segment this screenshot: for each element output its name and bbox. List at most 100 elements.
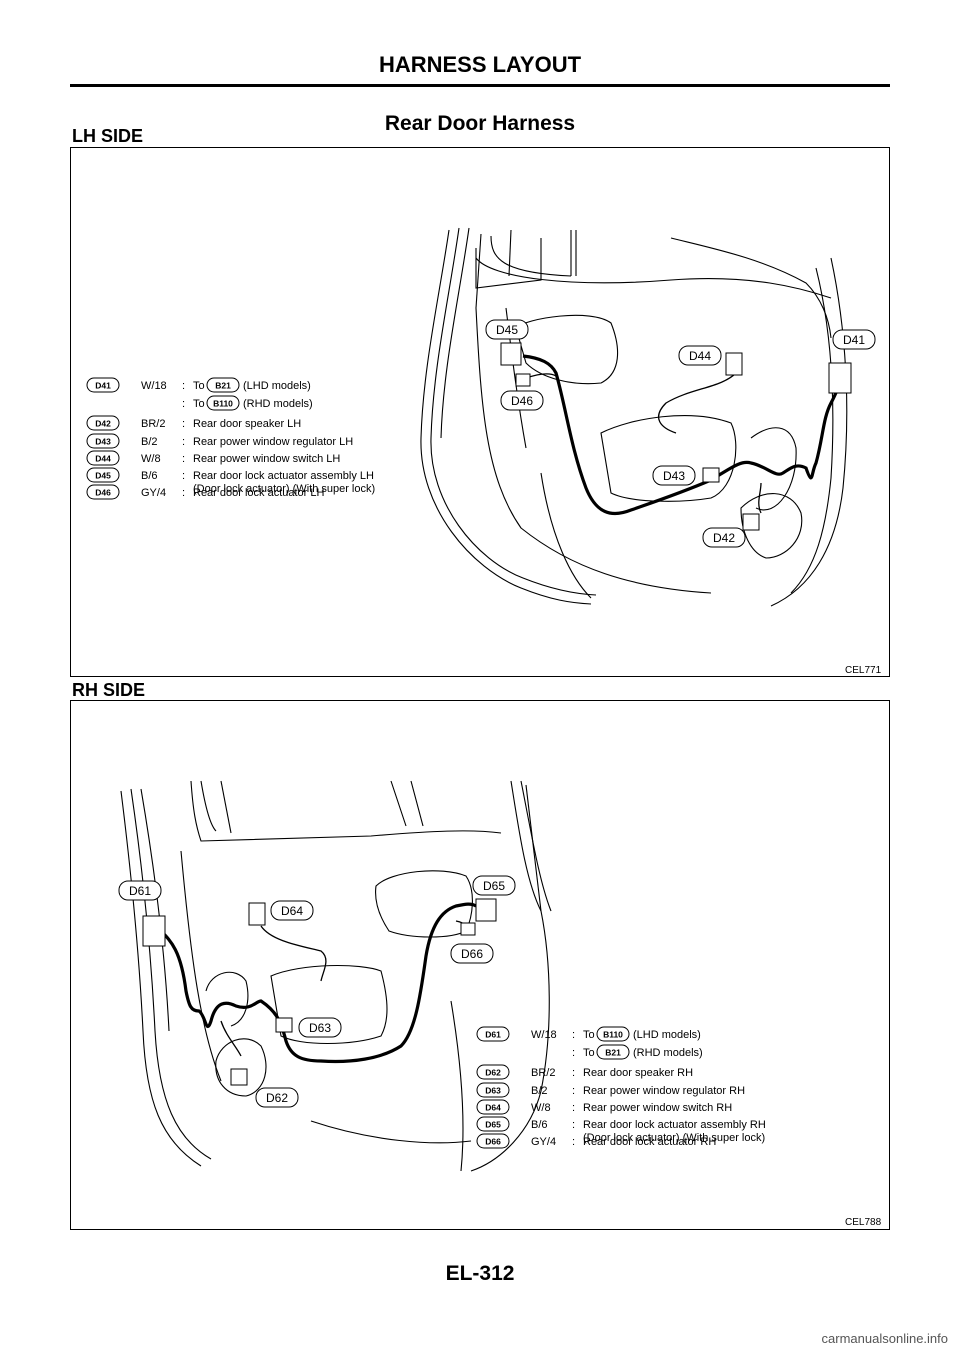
legend-wire-spec: W/18 bbox=[141, 380, 167, 392]
rh-legend-ref-b110: B110 bbox=[603, 1030, 623, 1040]
rh-legend-code-d66: D66 bbox=[485, 1137, 501, 1147]
rh-d65-connector bbox=[475, 898, 497, 922]
legend-description: Rear door speaker RH bbox=[583, 1067, 693, 1079]
lh-switch-branch bbox=[657, 372, 737, 434]
legend-to: To bbox=[583, 1029, 595, 1041]
lh-legend-ref-b21-pill bbox=[206, 377, 240, 393]
lh-callouts: D45 D44 D41 D46 D43 D42 bbox=[485, 319, 876, 548]
legend-wire-spec: BR/2 bbox=[141, 418, 165, 430]
legend-description: Rear power window switch RH bbox=[583, 1102, 732, 1114]
lh-callout-d44-pill bbox=[678, 345, 722, 366]
lh-callout-d45: D45 bbox=[496, 323, 518, 337]
lh-callout-d44: D44 bbox=[689, 349, 711, 363]
legend-separator: : bbox=[182, 398, 185, 410]
rh-legend-code-d61-pill bbox=[476, 1026, 510, 1042]
rh-d61-connector bbox=[142, 915, 166, 947]
rh-legend-ref-b110-pill bbox=[596, 1026, 630, 1042]
legend-description: (LHD models) bbox=[243, 380, 311, 392]
section-title: Rear Door Harness bbox=[384, 112, 576, 135]
legend-separator: : bbox=[182, 418, 185, 430]
lh-legend-code-d42: D42 bbox=[95, 419, 111, 429]
legend-wire-spec: BR/2 bbox=[531, 1067, 555, 1079]
rh-legend-code-d62-pill bbox=[476, 1064, 510, 1080]
lh-callout-d42-pill bbox=[702, 527, 746, 548]
lh-callout-d43: D43 bbox=[663, 469, 685, 483]
lh-callout-d45-pill bbox=[485, 319, 529, 340]
lh-legend-code-d44-pill bbox=[86, 450, 120, 466]
legend-separator: : bbox=[572, 1085, 575, 1097]
rh-callout-d61: D61 bbox=[129, 884, 151, 898]
legend-separator: : bbox=[572, 1136, 575, 1148]
rh-callout-d62: D62 bbox=[266, 1091, 288, 1105]
lh-d41-connector bbox=[828, 362, 852, 394]
rh-callout-d64-pill bbox=[270, 900, 314, 921]
rh-legend-code-d65-pill bbox=[476, 1116, 510, 1132]
legend-description: Rear power window switch LH bbox=[193, 453, 340, 465]
rh-callout-d64: D64 bbox=[281, 904, 303, 918]
rh-connector-shapes bbox=[142, 898, 497, 1086]
lh-legend-ref-b110: B110 bbox=[213, 399, 233, 409]
rh-figure-code: CEL788 bbox=[845, 1217, 882, 1228]
rh-legend-ref-b21-pill bbox=[596, 1044, 630, 1060]
rh-legend-ref-b21: B21 bbox=[605, 1048, 621, 1058]
legend-separator: : bbox=[182, 436, 185, 448]
watermark: carmanualsonline.info bbox=[821, 1331, 948, 1346]
rh-d63-connector bbox=[275, 1017, 293, 1033]
lh-connector-shapes bbox=[500, 342, 852, 531]
lh-callout-d41: D41 bbox=[843, 333, 865, 347]
legend-separator: : bbox=[182, 380, 185, 392]
legend-description: (RHD models) bbox=[633, 1047, 703, 1059]
rh-callout-d63-pill bbox=[298, 1017, 342, 1038]
lh-main-harness bbox=[522, 354, 848, 516]
rh-legend-code-d62: D62 bbox=[485, 1068, 501, 1078]
lh-legend-code-d41: D41 bbox=[95, 381, 111, 391]
legend-wire-spec: W/18 bbox=[531, 1029, 557, 1041]
lh-callout-d46-pill bbox=[500, 390, 544, 411]
lh-figure-code: CEL771 bbox=[845, 665, 882, 676]
rh-callout-d65-pill bbox=[472, 875, 516, 896]
rh-d66-connector bbox=[460, 922, 476, 936]
legend-wire-spec: B/2 bbox=[531, 1085, 548, 1097]
legend-separator: : bbox=[572, 1067, 575, 1079]
lh-door-outline bbox=[420, 227, 848, 607]
legend-separator: : bbox=[182, 453, 185, 465]
rh-door-outline bbox=[120, 780, 552, 1172]
legend-description: (LHD models) bbox=[633, 1029, 701, 1041]
lh-callout-d41-pill bbox=[832, 329, 876, 350]
header-rule bbox=[70, 84, 890, 87]
legend-to: To bbox=[193, 380, 205, 392]
legend-separator: : bbox=[572, 1047, 575, 1059]
rh-legend-code-d65: D65 bbox=[485, 1120, 501, 1130]
lh-legend-ref-b110-pill bbox=[206, 395, 240, 411]
rh-callout-d66: D66 bbox=[461, 947, 483, 961]
lh-legend-code-d43-pill bbox=[86, 433, 120, 449]
lh-side-label: LH SIDE bbox=[72, 126, 144, 146]
legend-description: Rear door lock actuator assembly RH bbox=[583, 1119, 766, 1131]
rh-main-harness bbox=[159, 902, 477, 1064]
rh-legend-code-d61: D61 bbox=[485, 1030, 501, 1040]
page-header: HARNESS LAYOUT bbox=[378, 52, 582, 77]
rh-callout-d66-pill bbox=[450, 943, 494, 964]
legend-description: (RHD models) bbox=[243, 398, 313, 410]
lh-legend-code-d43: D43 bbox=[95, 437, 111, 447]
legend-description: Rear power window regulator LH bbox=[193, 436, 353, 448]
legend-wire-spec: W/8 bbox=[141, 453, 161, 465]
rh-legend-code-d64: D64 bbox=[485, 1103, 501, 1113]
rh-legend-code-d64-pill bbox=[476, 1099, 510, 1115]
rh-speaker-branch bbox=[220, 1020, 242, 1057]
legend-separator: : bbox=[182, 470, 185, 482]
lh-d45-connector bbox=[500, 342, 522, 366]
legend-description: Rear door speaker LH bbox=[193, 418, 301, 430]
lh-callout-d46: D46 bbox=[511, 394, 533, 408]
lh-legend-code-d42-pill bbox=[86, 415, 120, 431]
legend-wire-spec: W/8 bbox=[531, 1102, 551, 1114]
rh-callout-d62-pill bbox=[255, 1087, 299, 1108]
legend-description-note: (Door lock actuator) (With super lock) bbox=[583, 1132, 765, 1144]
legend-description: Rear power window regulator RH bbox=[583, 1085, 745, 1097]
page-number: EL-312 bbox=[445, 1262, 515, 1285]
lh-legend-code-d46: D46 bbox=[95, 488, 111, 498]
legend-description: Rear door lock actuator LH bbox=[193, 487, 325, 499]
